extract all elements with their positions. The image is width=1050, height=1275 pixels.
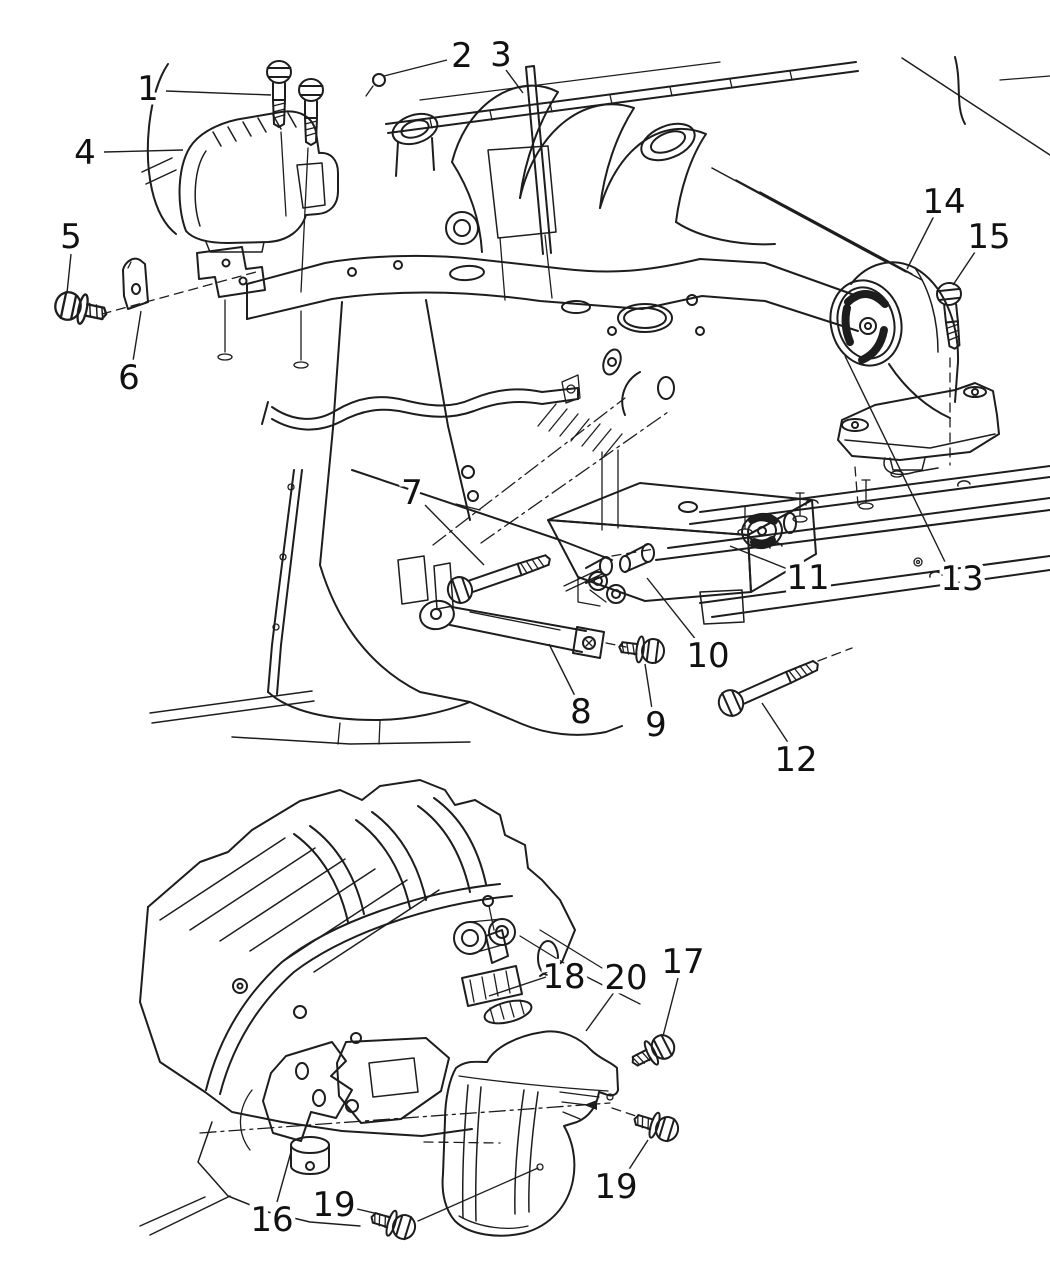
leader-line-17-16 [662,977,679,1037]
leader-line-6-5 [132,310,142,362]
centerline [432,397,626,546]
leader-line-11-10 [729,545,791,571]
callout-17-16: 17 [661,942,704,982]
centerline [817,647,853,662]
leader-line-5-4 [66,253,72,294]
callout-14-13: 14 [922,182,965,222]
mount-support-bracket [547,482,817,625]
callout-1-0: 1 [137,69,159,109]
crossmember [246,254,861,336]
mount-bolt [266,60,292,217]
callout-9-8: 9 [645,705,667,745]
left-mount-heat-shield-view [139,779,683,1244]
callout-12-11: 12 [774,740,817,780]
cradle-isolator [741,512,797,550]
leader-line-14-13 [906,213,936,270]
leader-line-18-17 [488,976,547,997]
centerline [417,1167,539,1222]
callout-8-7: 8 [570,692,592,732]
centerline [101,271,257,315]
front-mounts-view [51,56,1050,745]
leader-line-3-2 [505,69,524,94]
leader-line-19-19 [625,1139,649,1175]
leader-line-7-6 [424,504,485,566]
transmission-mount-bracket [239,1037,450,1175]
callout-4-3: 4 [74,133,96,173]
callout-6-5: 6 [118,358,140,398]
callout-7-6: 7 [401,473,423,513]
mount-bolt [298,78,324,293]
leader-line-10-9 [646,577,698,642]
centerline [423,1141,501,1144]
leader-line-1-0 [165,90,272,96]
cradle [149,299,623,745]
left-mount-isolator [482,895,533,1025]
heat-shield [441,1030,619,1237]
callout-20-20: 20 [604,958,647,998]
leader-line-15-14 [952,248,978,286]
leader-line-20-20 [585,990,616,1032]
callout-2-1: 2 [451,36,473,76]
callout-19-19: 19 [594,1167,637,1207]
centerline [199,1102,611,1134]
support-bracket [122,257,149,310]
callout-11-10: 11 [786,558,829,598]
stud-target [365,73,386,97]
right-engine-mount [829,261,1000,506]
leader-line-9-8 [644,663,653,710]
centerline [611,1107,637,1117]
leader-line-16-15 [276,1151,292,1203]
callout-13-12: 13 [940,559,983,599]
callout-19-18: 19 [312,1185,355,1225]
accessory-drive [445,145,675,531]
callout-10-9: 10 [686,636,729,676]
stabilizer-bar [261,387,579,431]
fender-outline [141,63,177,235]
left-engine-mount [178,110,339,253]
leader-line-19-18 [352,1207,392,1218]
callout-3-2: 3 [490,35,512,75]
leader-line-12-11 [761,702,790,745]
leader-line-4-3 [103,149,184,153]
frame-bracket [196,246,309,369]
callout-16-15: 16 [250,1200,293,1240]
leader-line-13-12 [844,355,948,567]
callout-18-17: 18 [542,957,585,997]
callout-15-14: 15 [967,217,1010,257]
centerline [480,411,669,544]
leader-line-2-1 [383,59,448,77]
torque-strut [419,599,605,659]
engine-block [139,779,641,1236]
leader-line-8-7 [548,643,576,697]
engine-top [385,56,1050,281]
callout-5-4: 5 [60,217,82,257]
spacer-sleeves [561,374,655,604]
arrowhead [584,1100,597,1110]
